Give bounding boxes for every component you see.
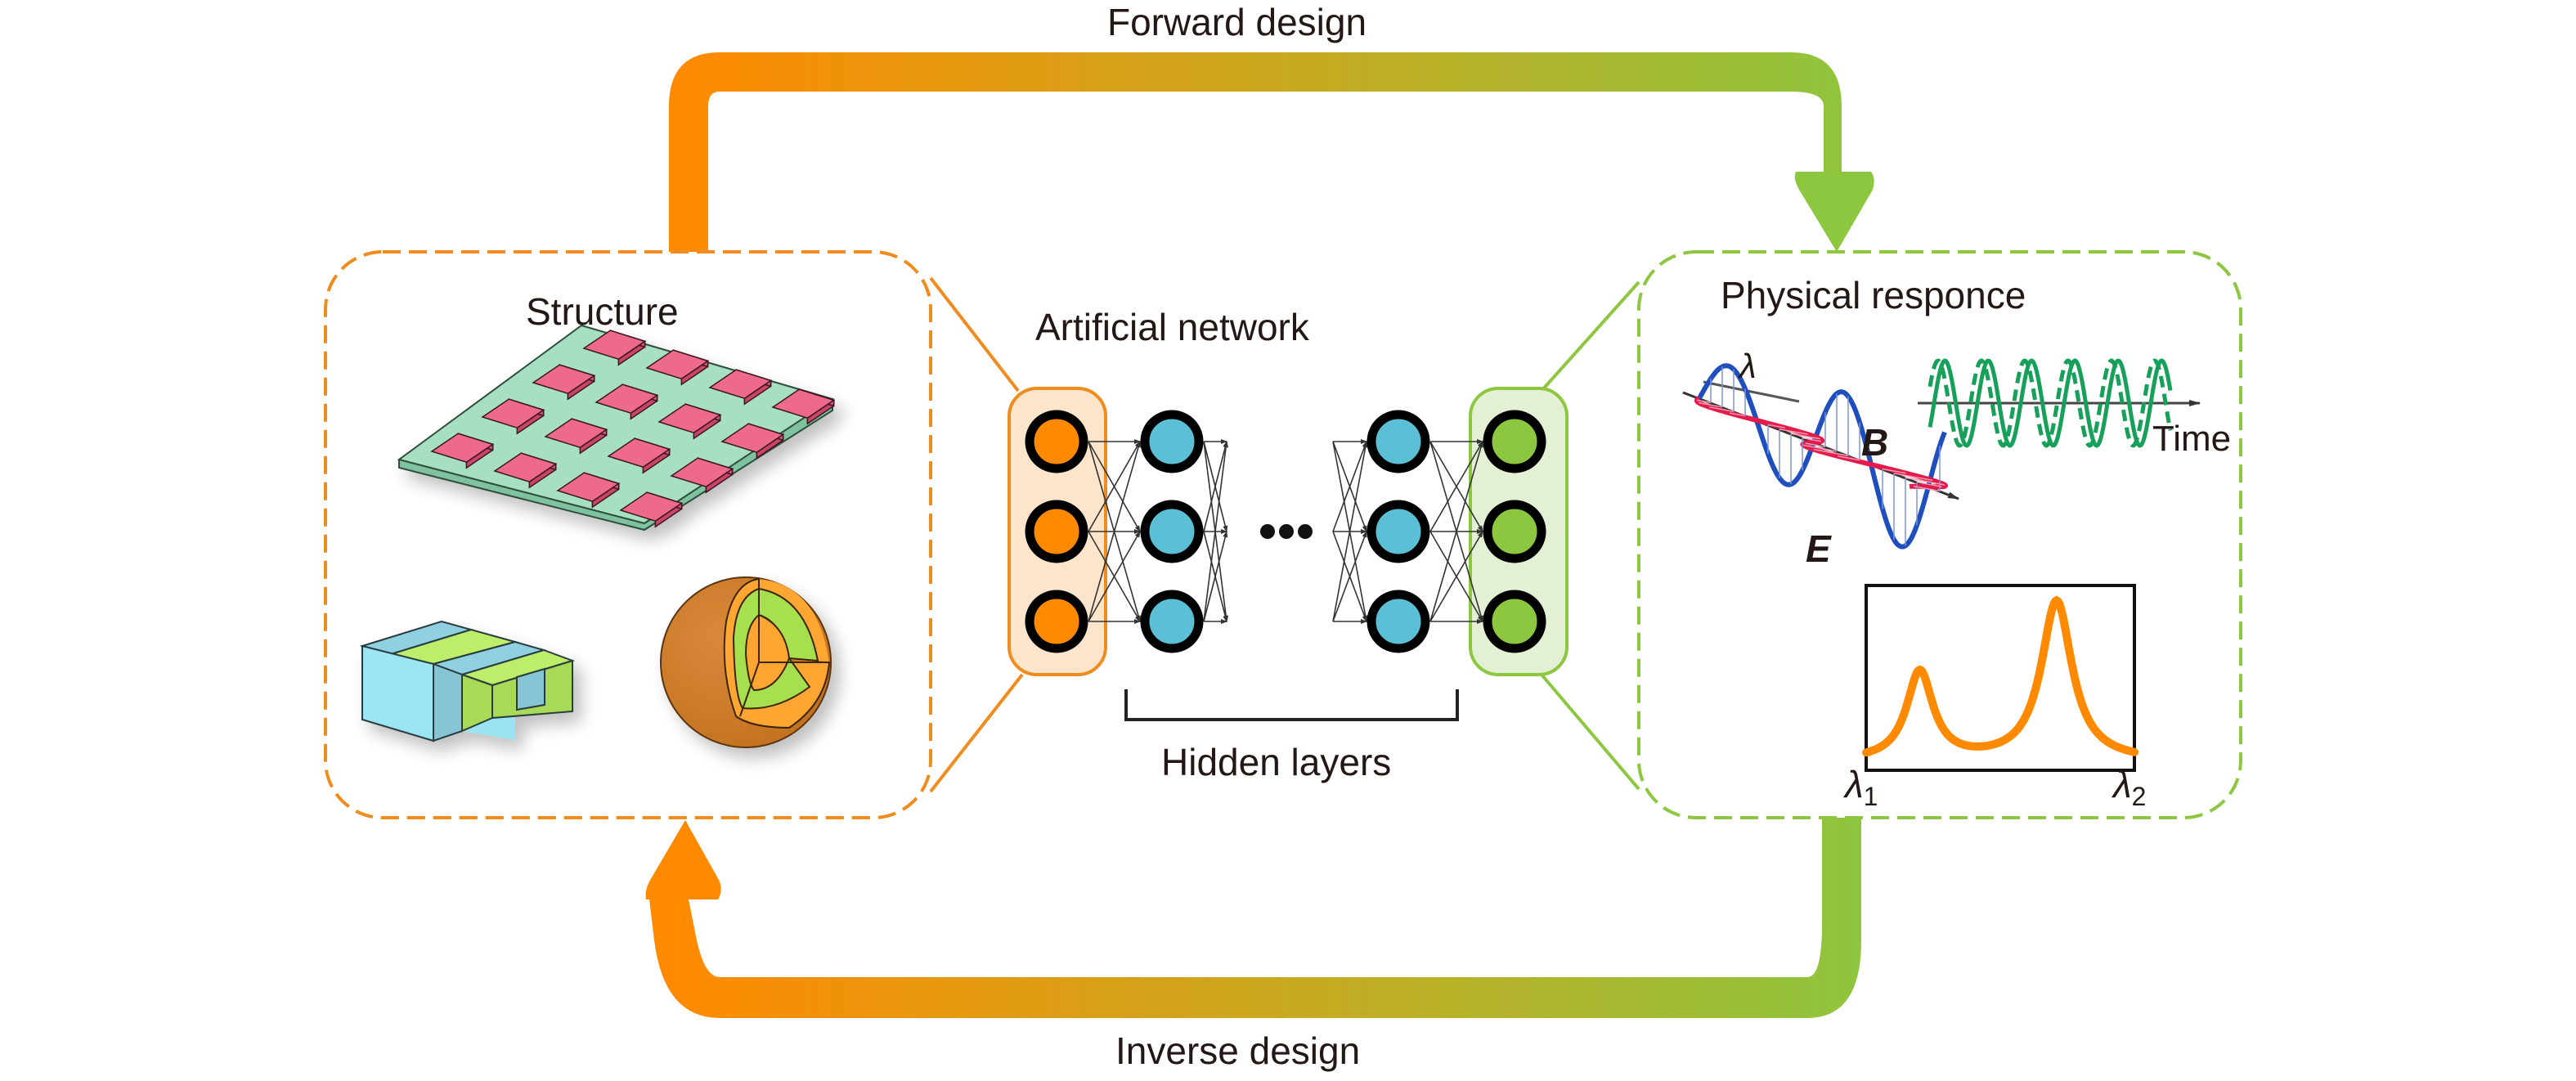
network-edge: [1203, 531, 1228, 622]
b-field-hatch: [1893, 473, 1933, 482]
network-edge: [1429, 531, 1483, 622]
electric-field-wave: [1697, 363, 1947, 549]
lambda-1-symbol: λ: [1845, 763, 1864, 805]
inverse-arrowhead-icon: [645, 820, 721, 899]
network-edge: [1203, 441, 1228, 532]
electric-field-label: E: [1806, 527, 1831, 570]
b-field-hatch: [1729, 412, 1746, 417]
metasurface-pads: [430, 330, 836, 528]
time-signal-illustration: [1918, 358, 2201, 448]
hidden-layers-label: Hidden layers: [1161, 741, 1392, 783]
connector-line: [1540, 280, 1640, 392]
metasurface-pad: [657, 403, 722, 440]
network-edge: [1332, 531, 1367, 622]
b-field-hatch: [1767, 424, 1785, 428]
forward-design-arrow: [669, 52, 1874, 252]
b-field-hatch: [1779, 428, 1808, 435]
network-edge: [1088, 531, 1141, 622]
spectrum-end-label: λ2: [2113, 762, 2146, 812]
network-edge: [1203, 441, 1229, 622]
lambda-1-subscript: 1: [1863, 782, 1878, 812]
network-edge: [1332, 441, 1367, 532]
metasurface-pad: [493, 452, 558, 489]
magnetic-field-label: B: [1861, 421, 1889, 464]
multilayer-stack: [359, 620, 576, 742]
inverse-design-label: Inverse design: [1115, 1029, 1361, 1072]
metasurface-pad: [430, 433, 495, 469]
network-edge: [1429, 441, 1483, 622]
metasurface-array: [397, 324, 836, 532]
wavelength-symbol: λ: [1739, 347, 1757, 385]
response-title: Physical responce: [1721, 274, 2026, 316]
network-edge: [1429, 441, 1483, 532]
metasurface-pad: [582, 330, 647, 366]
b-field-hatch: [1709, 406, 1735, 412]
wavelength-marker: [1703, 380, 1800, 403]
output-node: [1483, 590, 1546, 653]
hidden-node: [1140, 590, 1204, 653]
core-shell-sphere: [660, 576, 832, 748]
input-node: [1025, 410, 1088, 473]
response-panel-border: [1637, 250, 2242, 819]
metasurface-pad: [708, 369, 773, 406]
inverse-design-arrow: [645, 818, 1861, 1018]
metasurface-pad: [619, 491, 684, 528]
b-field-hatch: [1913, 485, 1941, 492]
b-field-hatch: [1813, 448, 1849, 456]
lambda-2-subscript: 2: [2131, 782, 2147, 812]
hidden-node: [1367, 410, 1430, 473]
network-connections: [1088, 439, 1483, 624]
b-field-hatch: [1802, 437, 1822, 442]
metasurface-pad: [771, 388, 836, 425]
b-field-hatch: [1838, 455, 1860, 461]
output-node: [1483, 500, 1546, 563]
input-node: [1025, 500, 1088, 563]
network-edge: [1088, 441, 1141, 532]
metasurface-pad: [532, 364, 596, 401]
b-field-hatch: [1696, 399, 1712, 404]
connector-line: [929, 276, 1020, 392]
forward-arrowhead-icon: [1794, 172, 1874, 252]
em-wave-illustration: [1682, 363, 1959, 549]
connector-line: [929, 673, 1024, 793]
connector-line: [1540, 673, 1640, 791]
hidden-layers-bracket: [1124, 689, 1459, 721]
network-nodes: [1025, 410, 1546, 653]
hidden-node: [1140, 410, 1204, 473]
lambda-2-symbol: λ: [2113, 763, 2132, 805]
input-node: [1025, 590, 1088, 653]
b-field-hatch: [1699, 401, 1723, 408]
metasurface-pad: [607, 437, 671, 474]
output-node: [1483, 410, 1546, 473]
metasurface-pad: [556, 472, 621, 509]
spectrum-curve: [1862, 595, 2138, 757]
hidden-node: [1367, 500, 1430, 563]
network-title: Artificial network: [1035, 306, 1309, 348]
metasurface-pad: [481, 398, 545, 435]
b-field-hatch: [1905, 477, 1945, 486]
spectrum-start-label: λ1: [1845, 762, 1878, 812]
forward-design-label: Forward design: [1107, 1, 1367, 43]
network-edge: [1332, 441, 1368, 622]
b-field-hatch: [1882, 468, 1906, 474]
metasurface-pad: [720, 423, 785, 460]
b-field-hatch: [1803, 444, 1838, 452]
time-label: Time: [2152, 419, 2232, 459]
metasurface-pad: [670, 457, 734, 494]
b-field-hatch: [1805, 442, 1826, 448]
ellipsis-icon: [1260, 524, 1313, 539]
hidden-node: [1367, 590, 1430, 653]
metasurface-pad: [645, 349, 710, 386]
network-edge: [1088, 441, 1141, 622]
b-field-hatch: [1790, 433, 1821, 440]
structure-panel-border: [324, 250, 932, 819]
metasurface-pad: [544, 418, 608, 455]
spectrum-plot: [1862, 584, 2138, 772]
b-field-hatch: [1916, 481, 1942, 487]
metasurface-pad: [595, 384, 659, 420]
hidden-node: [1140, 500, 1204, 563]
structure-title: Structure: [526, 290, 679, 333]
